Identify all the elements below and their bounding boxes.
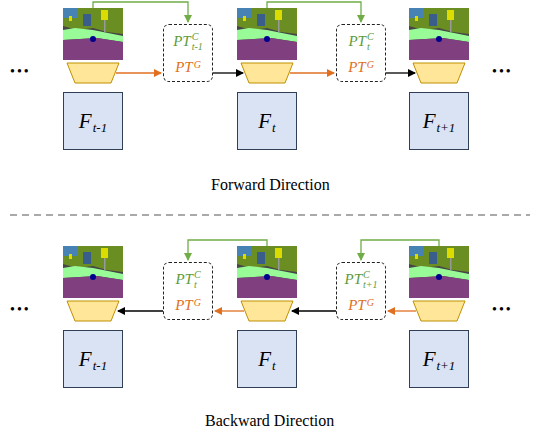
- prototype-line: PTG: [175, 60, 201, 75]
- subscript: t+1: [436, 121, 455, 134]
- feature-label: Ft+1: [423, 111, 456, 132]
- feature-label: Ft-1: [79, 111, 107, 132]
- subscript: t-1: [93, 121, 107, 134]
- prototype-box: PTCtPTG: [336, 24, 386, 82]
- symbol-text: PT: [173, 34, 191, 49]
- symbol-text: F: [79, 111, 92, 132]
- subscript: t: [272, 121, 276, 134]
- subscript: t: [194, 280, 201, 290]
- feature-box: Ft+1: [409, 330, 469, 388]
- feature-box: Ft: [237, 92, 297, 150]
- feature-box: Ft-1: [63, 92, 123, 150]
- script-stack: Ct: [194, 270, 201, 290]
- subscript: t+1: [363, 280, 378, 290]
- prototype-line: PTCt-1: [173, 32, 203, 52]
- prototype-line: PTCt+1: [344, 270, 377, 290]
- green-arrows: [93, 2, 439, 260]
- symbol-text: PT: [344, 272, 362, 287]
- symbol-text: PT: [175, 298, 193, 313]
- superscript: G: [194, 298, 201, 308]
- symbol-text: F: [79, 349, 92, 370]
- ellipsis: •••: [10, 64, 31, 80]
- script-stack: G: [194, 298, 201, 308]
- symbol-text: F: [423, 349, 436, 370]
- encoders: [67, 63, 465, 321]
- symbol-text: PT: [348, 60, 366, 75]
- prototype-box: PTCt-1PTG: [163, 24, 213, 82]
- script-stack: Ct-1: [192, 32, 203, 52]
- superscript: C: [194, 270, 201, 280]
- symbol-text: PT: [348, 34, 366, 49]
- symbol-text: F: [258, 111, 271, 132]
- prototype-line: PTG: [175, 298, 201, 313]
- subscript: t: [367, 42, 374, 52]
- superscript: C: [192, 32, 203, 42]
- prototype-box: PTCtPTG: [163, 262, 213, 320]
- separator: [10, 215, 530, 216]
- subscript: t+1: [436, 359, 455, 372]
- segmentation-images: [63, 8, 469, 298]
- feature-label: Ft: [258, 111, 275, 132]
- symbol-text: PT: [348, 298, 366, 313]
- script-stack: G: [367, 60, 374, 70]
- script-stack: Ct: [367, 32, 374, 52]
- script-stack: G: [367, 298, 374, 308]
- symbol-text: PT: [175, 60, 193, 75]
- prototype-line: PTG: [348, 298, 374, 313]
- superscript: C: [363, 270, 378, 280]
- symbol-text: PT: [175, 272, 193, 287]
- feature-box: Ft+1: [409, 92, 469, 150]
- subscript: t-1: [192, 42, 203, 52]
- superscript: G: [194, 60, 201, 70]
- direction-label: Forward Direction: [211, 176, 330, 194]
- orange-arrows: [116, 73, 416, 311]
- symbol-text: F: [423, 111, 436, 132]
- script-stack: G: [194, 60, 201, 70]
- feature-label: Ft+1: [423, 349, 456, 370]
- direction-label: Backward Direction: [205, 412, 334, 430]
- prototype-box: PTCt+1PTG: [336, 262, 386, 320]
- ellipsis: •••: [10, 302, 31, 318]
- feature-label: Ft: [258, 349, 275, 370]
- subscript: t-1: [93, 359, 107, 372]
- feature-box: Ft: [237, 330, 297, 388]
- prototype-line: PTG: [348, 60, 374, 75]
- prototype-line: PTCt: [348, 32, 373, 52]
- ellipsis: •••: [492, 64, 513, 80]
- superscript: G: [367, 298, 374, 308]
- script-stack: Ct+1: [363, 270, 378, 290]
- prototype-line: PTCt: [175, 270, 200, 290]
- feature-label: Ft-1: [79, 349, 107, 370]
- subscript: t: [272, 359, 276, 372]
- feature-box: Ft-1: [63, 330, 123, 388]
- symbol-text: F: [258, 349, 271, 370]
- ellipsis: •••: [492, 302, 513, 318]
- superscript: G: [367, 60, 374, 70]
- superscript: C: [367, 32, 374, 42]
